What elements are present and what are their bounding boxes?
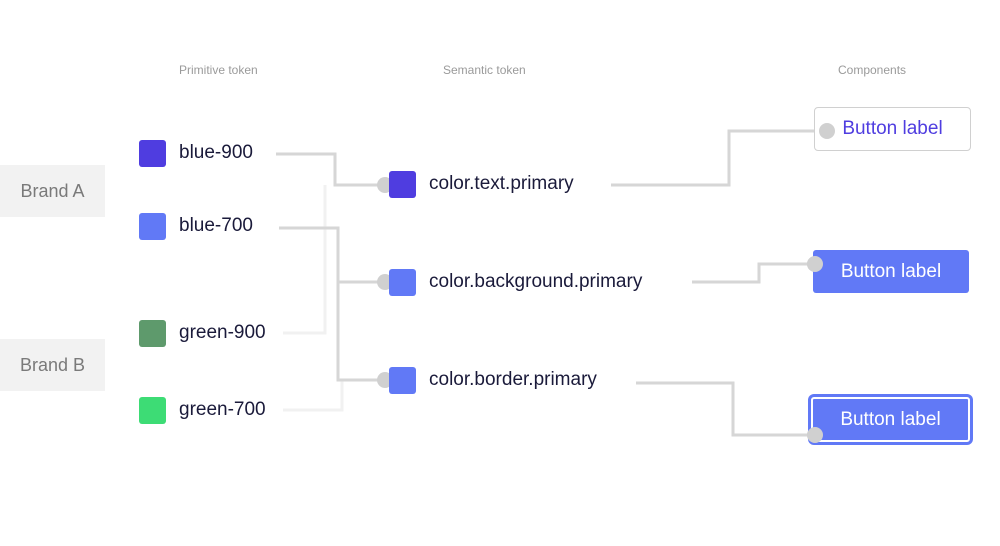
primitive-token-green-900: green-900 <box>139 319 266 347</box>
primitive-token-green-700: green-700 <box>139 396 266 424</box>
header-components: Components <box>838 63 907 77</box>
semantic-token-border-primary: color.border.primary <box>389 366 597 394</box>
semantic-component-connectors <box>611 129 826 437</box>
button-label: Button label <box>842 118 943 139</box>
swatch-border-primary <box>389 366 416 394</box>
header-semantic-token: Semantic token <box>443 63 526 77</box>
brand-a-label: Brand A <box>0 165 105 217</box>
swatch-text-primary <box>389 170 416 198</box>
semantic-token-text-primary: color.text.primary <box>389 170 574 198</box>
button-filled-example[interactable]: Button label <box>813 250 969 293</box>
header-primitive-token: Primitive token <box>179 63 258 77</box>
primitive-semantic-connectors <box>276 152 385 382</box>
swatch-green-900 <box>139 319 166 347</box>
token-label: color.border.primary <box>429 369 597 390</box>
token-label: green-700 <box>179 399 266 420</box>
swatch-blue-700 <box>139 212 166 240</box>
swatch-green-700 <box>139 396 166 424</box>
button-bordered-example[interactable]: Button label <box>808 394 973 445</box>
primitive-token-blue-700: blue-700 <box>139 212 253 240</box>
swatch-background-primary <box>389 268 416 296</box>
token-label: blue-900 <box>179 142 253 163</box>
token-label: color.text.primary <box>429 173 574 194</box>
primitive-token-blue-900: blue-900 <box>139 139 253 167</box>
button-inner-border: Button label <box>811 397 970 442</box>
token-label: color.background.primary <box>429 271 643 292</box>
swatch-blue-900 <box>139 139 166 167</box>
semantic-token-background-primary: color.background.primary <box>389 268 642 296</box>
button-label: Button label <box>840 408 941 430</box>
token-label: green-900 <box>179 322 266 343</box>
button-label: Button label <box>840 260 942 282</box>
brand-b-label: Brand B <box>0 339 105 391</box>
token-label: blue-700 <box>179 215 253 236</box>
button-outline-example[interactable]: Button label <box>814 107 971 151</box>
brand-b-connectors <box>283 185 344 412</box>
